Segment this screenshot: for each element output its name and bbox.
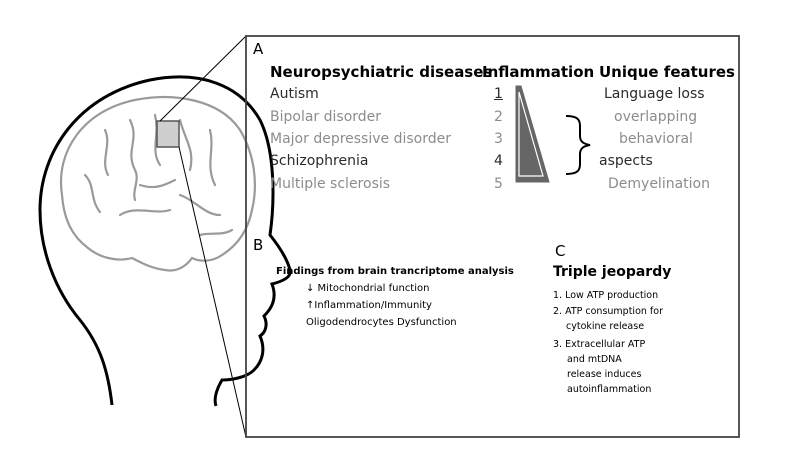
- jeopardy-item-3: 3. Extracellular ATP: [553, 339, 646, 350]
- feature-overlapping: overlapping: [614, 109, 698, 125]
- rank-5: 5: [494, 176, 503, 192]
- head-outline: [38, 75, 292, 407]
- feature-language-loss: Language loss: [604, 86, 705, 102]
- curly-brace: [565, 115, 591, 175]
- header-features: Unique features: [599, 63, 735, 81]
- zoom-line-bottom: [178, 146, 247, 438]
- jeopardy-item-2-cont: cytokine release: [566, 321, 645, 332]
- disease-autism: Autism: [270, 86, 319, 102]
- rank-3: 3: [494, 131, 503, 147]
- finding-inflammation: ↑Inflammation/Immunity: [306, 300, 432, 311]
- jeopardy-item-3-line2: and mtDNA: [567, 354, 622, 365]
- finding-mitochondrial: ↓ Mitochondrial function: [306, 283, 430, 294]
- finding-oligodendrocytes: Oligodendrocytes Dysfunction: [306, 317, 457, 328]
- feature-behavioral: behavioral: [619, 131, 693, 147]
- zoom-line-top: [159, 35, 247, 122]
- panel-frame: [245, 35, 740, 438]
- brain-outline: [59, 95, 256, 272]
- panel-a-letter: A: [253, 40, 264, 58]
- brain-region-square: [156, 120, 180, 148]
- disease-schizophrenia: Schizophrenia: [270, 153, 369, 169]
- jeopardy-item-1: 1. Low ATP production: [553, 290, 659, 301]
- disease-ms: Multiple sclerosis: [270, 176, 391, 192]
- feature-aspects: aspects: [599, 153, 653, 169]
- panel-c-letter: C: [555, 242, 566, 260]
- brain-gyri: [83, 113, 234, 237]
- jeopardy-item-2: 2. ATP consumption for: [553, 306, 663, 317]
- disease-bipolar: Bipolar disorder: [270, 109, 382, 125]
- disease-mdd: Major depressive disorder: [270, 131, 451, 147]
- header-diseases: Neuropsychiatric diseases: [270, 63, 493, 81]
- jeopardy-item-3-line4: autoinflammation: [567, 384, 652, 395]
- jeopardy-item-3-line3: release induces: [567, 369, 642, 380]
- panel-b-title: Findings from brain trancriptome analysi…: [276, 266, 514, 277]
- rank-2: 2: [494, 109, 503, 125]
- panel-b-letter: B: [253, 236, 264, 254]
- feature-demyelination: Demyelination: [608, 176, 710, 192]
- rank-1: 1: [494, 86, 503, 102]
- panel-c-title: Triple jeopardy: [553, 264, 672, 280]
- inflammation-wedge-highlight: [518, 91, 544, 177]
- rank-4: 4: [494, 153, 503, 169]
- header-inflammation: Inflammation: [482, 63, 595, 81]
